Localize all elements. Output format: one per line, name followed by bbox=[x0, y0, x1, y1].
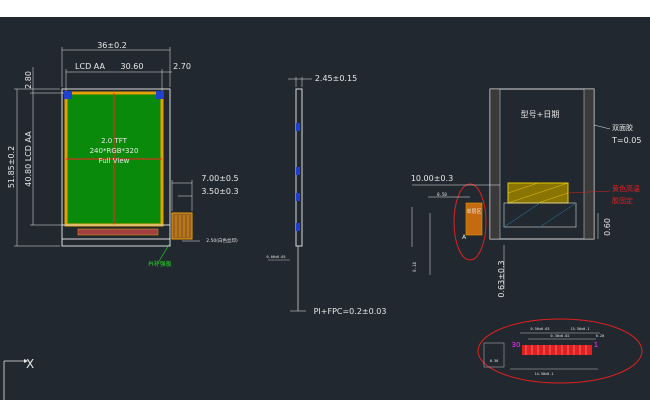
hatch bbox=[507, 182, 539, 194]
front-outline bbox=[61, 88, 171, 247]
pin-detail-circle bbox=[477, 318, 643, 384]
pin-dim-label: 0.20 bbox=[596, 334, 604, 338]
cad-viewport[interactable]: 2.0 TFT 240*RGB*320 Full View 36±0.2 LCD… bbox=[0, 17, 650, 400]
fpc-tail bbox=[171, 212, 193, 240]
side-tab bbox=[296, 167, 300, 175]
detail-circle bbox=[453, 183, 487, 261]
front-view: 2.0 TFT 240*RGB*320 Full View 36±0.2 LCD… bbox=[7, 41, 239, 268]
glass-ledge bbox=[61, 224, 171, 240]
pin-outline bbox=[483, 342, 505, 368]
ic-note-2: 胶固定 bbox=[612, 196, 633, 205]
single-layer-label: 单层区 bbox=[466, 208, 481, 215]
fpc-note: 2.50(白色丝印) bbox=[206, 237, 238, 244]
circle-label: A bbox=[462, 234, 467, 241]
ucs-icon: X bbox=[3, 357, 34, 400]
hatch bbox=[539, 202, 577, 228]
back-view: 型号+日期 双面胶 T=0.05 黄色高温 胶固定 0.60 单层区 A 10.… bbox=[411, 88, 641, 298]
back-right-edge bbox=[583, 88, 595, 240]
pin-dim-label: 0.30 bbox=[490, 359, 498, 363]
side-tab bbox=[296, 223, 300, 231]
lcd-aa-label: LCD AA bbox=[75, 62, 105, 71]
corner-marker bbox=[156, 91, 164, 99]
fpc-bond-area bbox=[77, 228, 159, 236]
pin-dim-label: 14.50±0.1 bbox=[535, 372, 554, 376]
leader-line bbox=[593, 124, 611, 130]
pin-strip bbox=[522, 345, 592, 355]
vertical-small-dim: 0.14 bbox=[412, 262, 417, 272]
right-margin-dim: 2.70 bbox=[173, 62, 191, 71]
fpc-tab-dim: 3.50±0.3 bbox=[201, 187, 238, 196]
lcd-aa-width: 30.60 bbox=[121, 62, 144, 71]
side-view: 2.45±0.15 0.00±0.05 PI+FPC=0.2±0.03 bbox=[267, 74, 387, 316]
ucs-arrow bbox=[24, 359, 28, 363]
side-tab bbox=[296, 193, 300, 201]
hatch bbox=[537, 192, 569, 204]
pin-start-label: 30 bbox=[512, 341, 521, 349]
pin-dim-label: 0.50±0.03 bbox=[531, 327, 550, 331]
fpc-offset-dim: 10.00±0.3 bbox=[411, 174, 453, 183]
hatch bbox=[507, 182, 569, 204]
bottom-dim: 0.63±0.3 bbox=[497, 260, 506, 297]
pi-fpc-dim: PI+FPC=0.2±0.03 bbox=[314, 307, 387, 316]
side-small-note: 0.00±0.05 bbox=[267, 255, 286, 259]
top-margin-dim: 2.80 bbox=[24, 71, 33, 89]
pi-stiffener-label: PI补强板 bbox=[148, 260, 171, 268]
hatch bbox=[503, 202, 541, 228]
pin-end-label: 1 bbox=[594, 341, 598, 349]
ucs-x-label: X bbox=[26, 357, 34, 371]
screen-label-1: 2.0 TFT bbox=[101, 137, 128, 145]
tape-label: 双面胶 bbox=[612, 123, 633, 132]
pin-dim-label: 15.50±0.1 bbox=[571, 327, 590, 331]
width-dim: 36±0.2 bbox=[97, 41, 127, 50]
screen-label-3: Full View bbox=[99, 157, 130, 165]
pin-detail: 30 1 0.50±0.03 0.30±0.02 15.50±0.1 14.50… bbox=[477, 318, 643, 384]
height-dim: 51.85±0.2 bbox=[7, 146, 16, 188]
back-left-edge bbox=[489, 88, 501, 240]
lcd-aa-height: 40.80 LCD AA bbox=[24, 131, 33, 187]
leader-line bbox=[567, 190, 611, 194]
corner-marker bbox=[64, 91, 72, 99]
pin-dim-label: 0.30±0.02 bbox=[551, 334, 570, 338]
right-dim: 0.60 bbox=[603, 218, 612, 236]
model-date-label: 型号+日期 bbox=[521, 110, 560, 119]
side-tab bbox=[296, 123, 300, 131]
fpc-bend bbox=[465, 202, 483, 236]
thickness-dim: 2.45±0.15 bbox=[315, 74, 357, 83]
screen-label-2: 240*RGB*320 bbox=[90, 147, 139, 155]
ic-note-1: 黄色高温 bbox=[612, 184, 640, 193]
back-ledge bbox=[503, 202, 577, 228]
small-dim: 0.50 bbox=[437, 192, 447, 197]
leader-line bbox=[157, 242, 171, 264]
fpc-width-dim: 7.00±0.5 bbox=[201, 174, 238, 183]
tape-thickness: T=0.05 bbox=[611, 136, 641, 145]
cad-drawing[interactable]: 2.0 TFT 240*RGB*320 Full View 36±0.2 LCD… bbox=[0, 17, 650, 400]
